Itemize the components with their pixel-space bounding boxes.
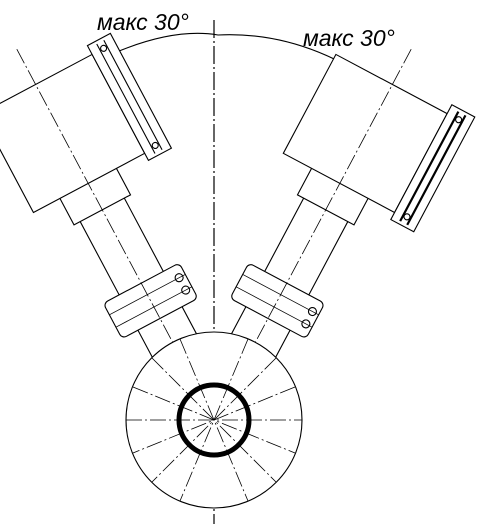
right-angle-label: макс 30° bbox=[303, 25, 395, 51]
left-flange-bolt bbox=[174, 273, 184, 283]
pipe-radial-lines bbox=[126, 338, 302, 502]
left-flange-bolt bbox=[181, 285, 191, 295]
pipe-inner-circle bbox=[176, 382, 252, 458]
pipe-section bbox=[125, 331, 303, 509]
left-instrument bbox=[0, 32, 205, 403]
left-cover-screw bbox=[151, 141, 159, 150]
right-flange-bolt bbox=[307, 306, 318, 317]
left-angle-label: макс 30° bbox=[97, 9, 189, 35]
right-flange-bolt bbox=[301, 319, 311, 329]
right-cover-screw bbox=[403, 213, 411, 221]
right-centerline bbox=[223, 48, 412, 403]
left-centerline bbox=[16, 48, 205, 403]
right-cover-screw bbox=[455, 116, 463, 124]
left-cover-screw bbox=[100, 44, 108, 52]
right-instrument bbox=[223, 48, 476, 403]
